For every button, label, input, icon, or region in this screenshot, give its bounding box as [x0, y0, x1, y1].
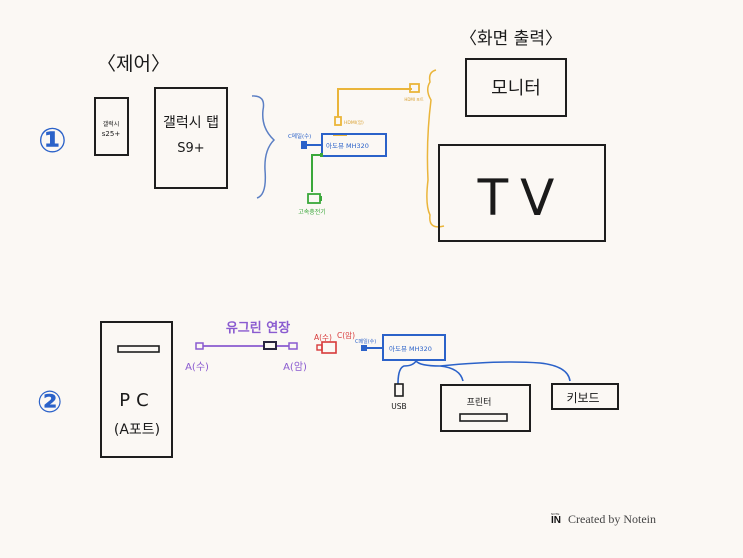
cable-end-right-label: A(암) — [283, 361, 307, 373]
adapter-c-label: C(암) — [337, 330, 355, 340]
section-2-number: ② — [37, 385, 62, 420]
a-to-c-adapter — [316, 341, 337, 354]
output-heading: 〈화면 출력〉 — [460, 29, 562, 49]
control-heading: 〈제어〉 — [97, 53, 170, 75]
pc-label-line2: (A포트) — [114, 422, 160, 438]
c-male-label-2: C메일(수) — [355, 338, 376, 345]
cable-end-left-label: A(수) — [185, 361, 209, 373]
hub-2-branch-cables — [397, 360, 571, 385]
monitor-label: 모니터 — [491, 78, 541, 99]
tablet-device: 갤럭시 탭 S9+ — [154, 87, 228, 189]
usb-label: USB — [391, 402, 406, 411]
section-1-number: ① — [38, 121, 67, 161]
ugreen-extension-cable — [195, 341, 298, 350]
charger-cable — [307, 153, 323, 204]
hub-2: 아도뮤 MH320 — [382, 334, 446, 361]
extension-cable-label: 유그린 연장 — [226, 320, 290, 336]
keyboard-label: 키보드 — [566, 391, 599, 405]
logo-top-text: NOTE — [551, 512, 560, 516]
tablet-label-line2: S9+ — [177, 141, 204, 156]
printer-label: 프린터 — [467, 397, 492, 408]
adapter-a-label: A(수) — [314, 333, 332, 342]
hub-2-label: 아도뮤 MH320 — [389, 344, 432, 353]
phone-label-line2: s25+ — [102, 130, 121, 138]
hdmi-female-label: HDMI(암) — [344, 119, 364, 126]
notein-logo-icon: NOTE IN — [551, 513, 563, 526]
c-male-label-1: C메일(수) — [288, 132, 311, 140]
hdmi-port-label: HDMI 포트 — [404, 97, 424, 102]
usb-c-cable-2 — [361, 345, 383, 351]
tv-label: TV — [477, 169, 567, 227]
output-group-brace — [426, 69, 445, 228]
control-group-brace — [251, 95, 276, 199]
printer-device: 프린터 — [440, 384, 531, 432]
usb-port — [394, 383, 404, 397]
hub-1: 아도뮤 MH320 — [321, 133, 387, 157]
watermark: NOTE IN Created by Notein — [551, 512, 656, 527]
hub-1-label: 아도뮤 MH320 — [326, 141, 369, 150]
pc-device: PC (A포트) — [100, 321, 173, 458]
phone-device: 갤럭시 s25+ — [94, 97, 129, 156]
keyboard-device: 키보드 — [551, 383, 619, 410]
pc-label-line1: PC — [119, 390, 154, 411]
usb-c-cable-1 — [301, 141, 322, 149]
hdmi-cable — [333, 83, 420, 136]
tv-device: TV — [438, 144, 606, 242]
logo-main-text: IN — [551, 515, 561, 526]
tablet-label-line1: 갤럭시 탭 — [163, 115, 219, 131]
phone-label-line1: 갤럭시 — [103, 120, 120, 128]
watermark-text: Created by Notein — [568, 512, 656, 526]
monitor-device: 모니터 — [465, 58, 567, 117]
charger-label: 고속충전기 — [298, 208, 326, 216]
